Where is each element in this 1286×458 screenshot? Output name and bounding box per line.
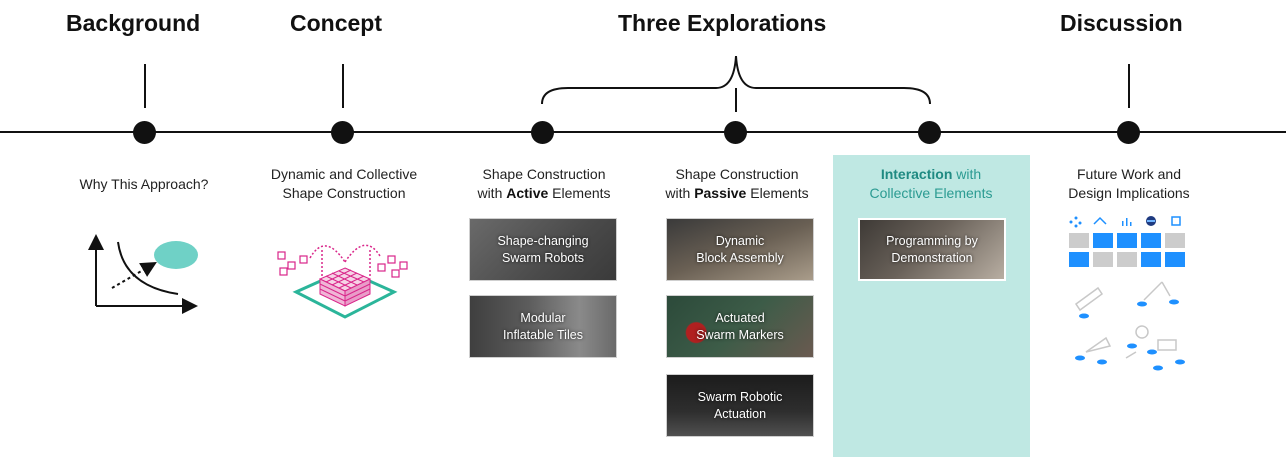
curly-brace xyxy=(541,55,931,112)
subtitle-background: Why This Approach? xyxy=(79,176,209,192)
timeline-node-passive xyxy=(724,121,747,144)
timeline-node-concept xyxy=(331,121,354,144)
tick-discussion xyxy=(1128,64,1130,108)
concept-cubes-illustration xyxy=(277,244,408,319)
subtitle-interaction: Interaction with Collective Elements xyxy=(869,166,993,201)
discussion-design-illustration xyxy=(1069,216,1185,371)
heading-background: Background xyxy=(66,10,201,36)
timeline-node-active xyxy=(531,121,554,144)
background-graph-illustration xyxy=(88,234,198,314)
subtitle-passive: Shape Construction with Passive Elements xyxy=(665,166,809,201)
subtitle-active: Shape Construction with Active Elements xyxy=(477,166,611,201)
timeline-node-interaction xyxy=(918,121,941,144)
timeline-line xyxy=(0,131,1286,133)
timeline-node-background xyxy=(133,121,156,144)
heading-discussion: Discussion xyxy=(1060,10,1183,36)
interaction-highlight-panel xyxy=(833,155,1030,457)
heading-concept: Concept xyxy=(290,10,382,36)
heading-three-explorations: Three Explorations xyxy=(618,10,827,36)
subtitle-discussion: Future Work and Design Implications xyxy=(1068,166,1190,201)
timeline-node-discussion xyxy=(1117,121,1140,144)
tick-background xyxy=(144,64,146,108)
subtitle-concept: Dynamic and Collective Shape Constructio… xyxy=(270,166,418,201)
tick-concept xyxy=(342,64,344,108)
